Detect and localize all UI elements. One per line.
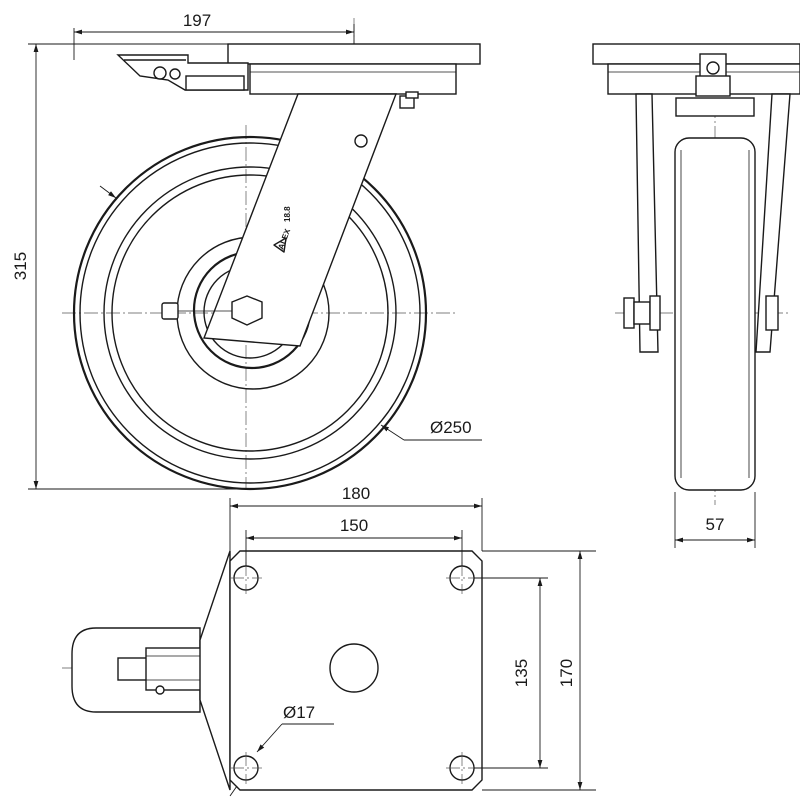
fork-arm-side: ALEX 18.8: [161, 93, 398, 347]
end-view: 57: [592, 43, 800, 548]
side-view: ALEX 18.8 197 315: [11, 11, 482, 491]
top-view: 180 150 135 170: [62, 484, 596, 797]
fork-load-marking: 18.8: [283, 206, 292, 222]
top-plate-end: [592, 43, 800, 65]
brand-logo-icon: [273, 237, 287, 253]
dim-57-label: 57: [706, 515, 725, 534]
wheel-tread-inner: [79, 142, 421, 484]
dim-250-leader: [380, 424, 405, 441]
fork-rivet-hole: [354, 134, 368, 148]
dim-17-label: Ø17: [283, 703, 315, 722]
axle-nut-left: [623, 297, 635, 329]
dim-315-label: 315: [11, 252, 30, 280]
dim-150-label: 150: [340, 516, 368, 535]
dim-197: 197: [73, 11, 355, 60]
grease-nipple-cap: [405, 91, 419, 99]
axle-spacer-right: [765, 295, 779, 331]
dim-17: Ø17: [229, 703, 334, 797]
fork-plate: [203, 93, 398, 347]
swivel-head: [227, 43, 481, 109]
dim-170: 170: [482, 550, 596, 791]
wheel-tread-outer: [72, 135, 428, 491]
dim-180: 180: [229, 484, 483, 551]
dim-150: 150: [245, 516, 463, 566]
dim-57: 57: [674, 492, 756, 548]
kingpin-hole: [329, 643, 379, 693]
axle-cap-nut: [161, 302, 179, 320]
axle-hex-nut: [231, 295, 263, 326]
dim-250-label: Ø250: [430, 418, 472, 437]
brake-clip-pin: [706, 61, 720, 75]
axle-washer-left: [633, 301, 651, 325]
wheel-rim-outer: [103, 166, 397, 460]
wheel-rim-inner: [111, 174, 389, 452]
wheel-end: [674, 137, 756, 491]
fork-leg-right: [755, 93, 791, 353]
dim-135: 135: [474, 577, 548, 769]
dim-135-label: 135: [512, 659, 531, 687]
brake-assembly: [116, 54, 249, 91]
dim-180-label: 180: [342, 484, 370, 503]
brake-pivot-pin-2: [169, 68, 181, 80]
brake-pivot-pin: [153, 66, 167, 80]
top-plate-side: [227, 43, 481, 65]
dim-197-label: 197: [183, 11, 211, 30]
kingpin-nut-end: [675, 97, 755, 117]
brake-pin-top: [155, 685, 165, 695]
fork-leg-left: [635, 93, 659, 353]
swivel-ring-side: [249, 63, 457, 95]
fork-arm-top: [199, 550, 231, 791]
axle-spacer-left: [649, 295, 661, 331]
brake-housing-end: [695, 75, 731, 97]
brake-shoe: [185, 75, 245, 91]
top-plate-plan: [229, 550, 483, 791]
dim-250-leader-top: [99, 185, 117, 199]
dim-250: Ø250: [99, 185, 482, 441]
dim-17-tail: [229, 785, 238, 797]
dim-315: 315: [11, 43, 240, 490]
dim-170-label: 170: [557, 659, 576, 687]
dim-17-leader: [256, 723, 283, 753]
